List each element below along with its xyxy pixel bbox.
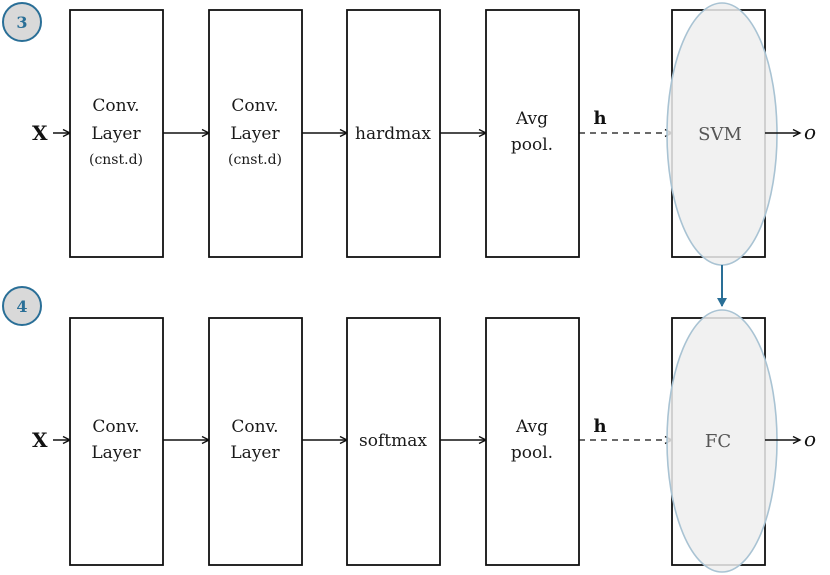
svm-label: SVM [698,124,742,145]
conv-layer-box-4 [208,317,303,566]
conv-layer-box-3 [69,317,164,566]
conv-layer-label-1b: Layer [91,124,141,144]
softmax-label: softmax [359,431,427,451]
step-number-4: 4 [16,297,27,316]
avg-pool-label-1a: Avg [515,109,548,129]
conv-layer-label-2a: Conv. [231,96,278,116]
output-o-label-1: o [804,120,816,144]
output-o-label-2: o [804,427,816,451]
conv-layer-label-2b: Layer [230,124,280,144]
row-step-3: 3 X Conv. Layer (cnst.d) Conv. Layer (cn… [2,2,816,266]
avg-pool-label-2b: pool. [511,443,553,463]
conv-layer-label-4b: Layer [230,443,280,463]
conv-layer-label-1a: Conv. [92,96,139,116]
avg-pool-box-1 [485,9,580,258]
conv-layer-sub-1: (cnst.d) [89,152,143,168]
conv-layer-label-3b: Layer [91,443,141,463]
conv-layer-box-1 [69,9,164,258]
step-badge-4 [2,286,42,326]
conv-layer-label-4a: Conv. [231,417,278,437]
fc-label: FC [705,431,731,452]
row-step-4: 4 X Conv. Layer Conv. Layer softmax Avg … [2,286,816,573]
input-x-label: X [32,121,48,145]
hidden-h-label-1: h [593,108,606,129]
hardmax-label: hardmax [355,124,431,144]
avg-pool-box-2 [485,317,580,566]
step-number-3: 3 [16,13,27,32]
conv-layer-box-2 [208,9,303,258]
avg-pool-label-2a: Avg [515,417,548,437]
step-badge-3 [2,2,42,42]
softmax-box [346,317,441,566]
conv-layer-sub-2: (cnst.d) [228,152,282,168]
input-x-label-2: X [32,428,48,452]
conv-layer-label-3a: Conv. [92,417,139,437]
fc-ellipse [666,309,778,573]
avg-pool-label-1b: pool. [511,135,553,155]
hidden-h-label-2: h [593,416,606,437]
